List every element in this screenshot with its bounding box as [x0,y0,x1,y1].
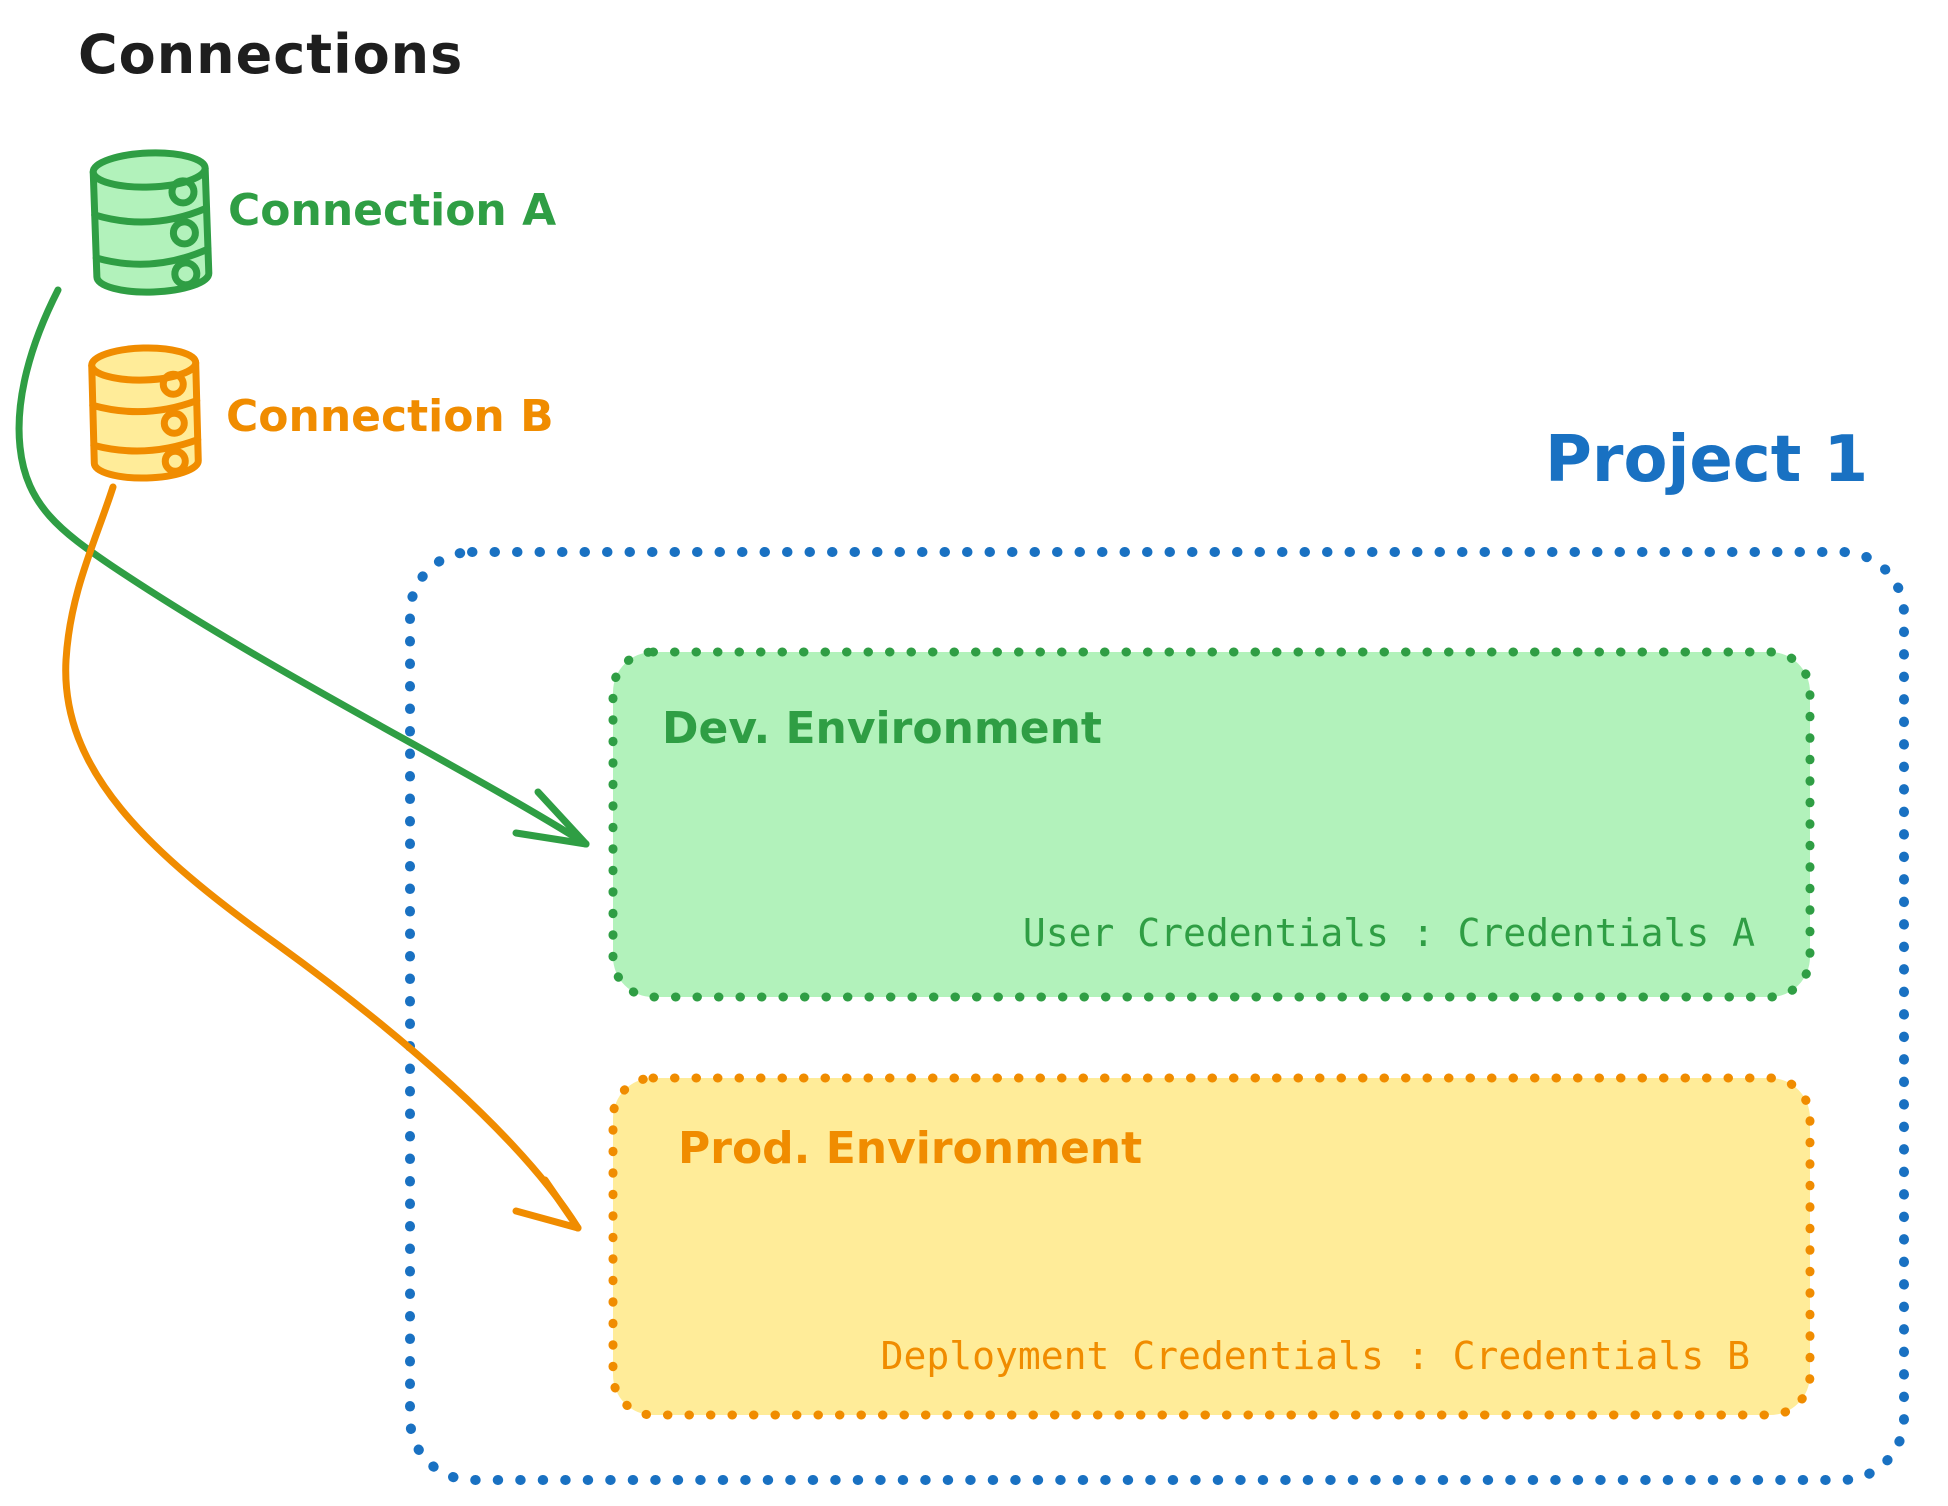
connections-title: Connections [78,23,464,86]
prod-environment-box [608,1073,1815,1420]
database-icon [89,149,213,296]
database-icon [88,344,202,482]
connection-b-arrow [62,483,582,1232]
dev-environment-credentials: User Credentials : Credentials A [1022,911,1755,955]
dev-environment-title: Dev. Environment [662,703,1102,754]
project-box [405,547,1909,1485]
project-title: Project 1 [1545,423,1869,497]
prod-environment-credentials: Deployment Credentials : Credentials B [880,1334,1750,1378]
connection-a-arrow [15,286,590,848]
connection-a-label: Connection A [228,185,557,236]
dev-environment-box [608,647,1815,1002]
prod-environment-title: Prod. Environment [678,1123,1143,1174]
connection-b-label: Connection B [226,391,554,442]
